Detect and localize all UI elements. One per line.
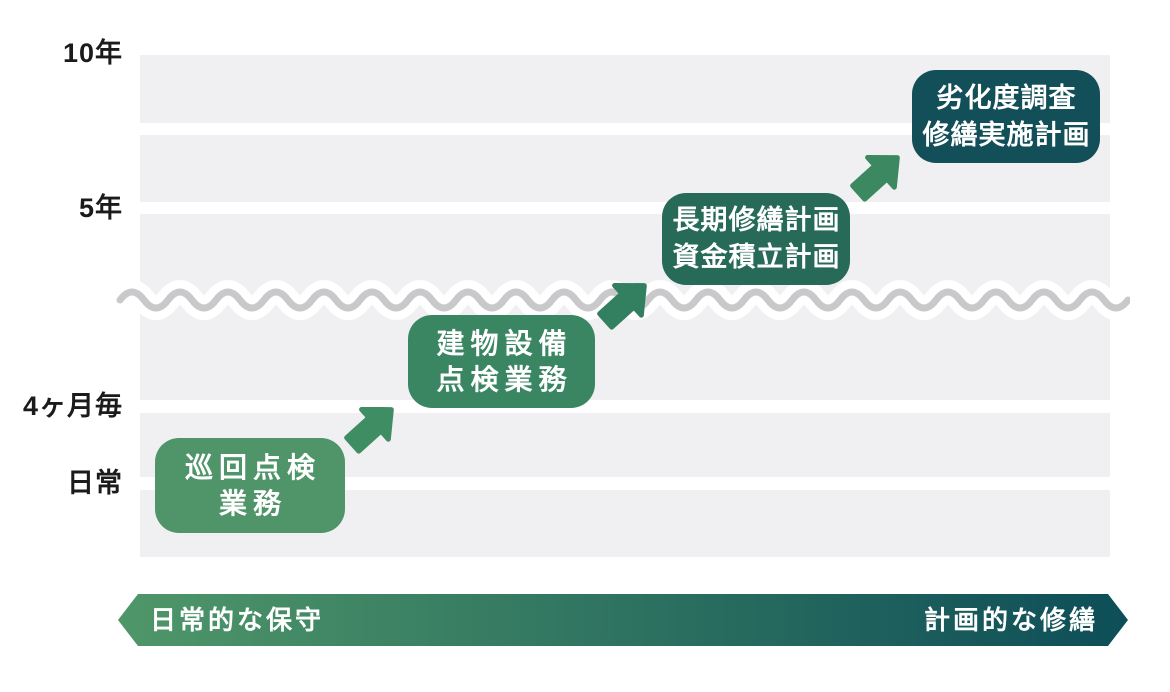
step-box-line2: 業務 bbox=[218, 487, 287, 519]
arrow-shape bbox=[850, 154, 900, 202]
timeline-bar-label-daily-maintenance: 日常的な保守 bbox=[150, 605, 325, 635]
timeline-gradient-bar bbox=[118, 594, 1128, 646]
step-box-patrol-inspection: 巡回点検 業務 bbox=[155, 438, 345, 533]
step-box-line1: 建物設備 bbox=[436, 327, 573, 359]
step-box-line2: 修繕実施計画 bbox=[922, 119, 1091, 150]
up-right-arrow-icon bbox=[597, 282, 647, 330]
step-box-building-equipment-inspection: 建物設備 点検業務 bbox=[408, 315, 595, 408]
y-axis-label-daily: 日常 bbox=[67, 468, 123, 498]
step-box-deterioration-survey: 劣化度調査 修繕実施計画 bbox=[912, 70, 1100, 163]
step-box-line1: 劣化度調査 bbox=[936, 82, 1077, 113]
arrow-shape bbox=[597, 282, 647, 330]
step-box-line2: 点検業務 bbox=[436, 363, 573, 395]
up-right-arrow-icon bbox=[344, 406, 394, 454]
up-right-arrow-icon bbox=[850, 154, 900, 202]
timeline-bar-label-planned-repair: 計画的な修繕 bbox=[923, 605, 1098, 635]
step-box-line2: 資金積立計画 bbox=[672, 242, 841, 272]
y-axis-label-4months: 4ヶ月毎 bbox=[22, 391, 123, 421]
step-box-line1: 巡回点検 bbox=[184, 451, 321, 483]
timeline-bar-shape bbox=[118, 594, 1128, 646]
arrow-shape bbox=[344, 406, 394, 454]
y-axis-label-5years: 5年 bbox=[78, 193, 123, 223]
y-axis-label-10years: 10年 bbox=[62, 38, 123, 68]
step-box-longterm-repair-plan: 長期修繕計画 資金積立計画 bbox=[662, 193, 850, 285]
step-box-line1: 長期修繕計画 bbox=[672, 205, 841, 235]
